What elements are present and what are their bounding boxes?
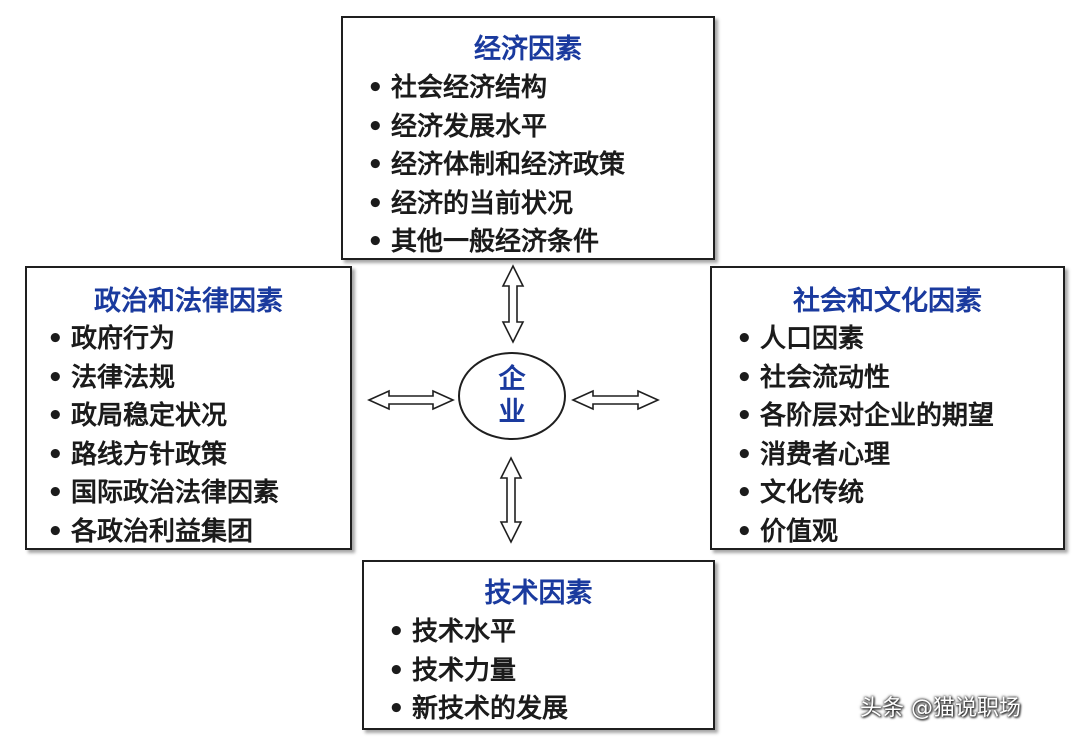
bullet-icon: •: [367, 150, 384, 180]
list-item-text: 各政治利益集团: [71, 516, 254, 547]
technology-factors-box: 技术因素 •技术水平 •技术力量 •新技术的发展: [362, 560, 715, 730]
list-item: •路线方针政策: [47, 436, 350, 475]
list-item: •经济的当前状况: [367, 185, 713, 224]
list-item: •各阶层对企业的期望: [736, 397, 1063, 436]
bullet-icon: •: [736, 439, 753, 470]
bullet-icon: •: [388, 655, 405, 686]
bullet-icon: •: [736, 401, 753, 431]
bullet-icon: •: [736, 362, 753, 393]
political-legal-factors-list: •政府行为 •法律法规 •政局稳定状况 •路线方针政策 •国际政治法律因素 •各…: [47, 320, 350, 551]
list-item: •政局稳定状况: [47, 397, 350, 436]
list-item-text: 经济体制和经济政策: [391, 150, 626, 180]
bullet-icon: •: [367, 73, 384, 103]
bullet-icon: •: [367, 188, 384, 219]
bullet-icon: •: [388, 617, 405, 647]
economic-factors-title: 经济因素: [474, 34, 582, 65]
list-item-text: 价值观: [760, 516, 839, 547]
enterprise-circle: 企 业: [458, 352, 566, 440]
list-item-text: 路线方针政策: [71, 439, 228, 470]
enterprise-label-line2: 业: [498, 397, 526, 428]
list-item: •消费者心理: [736, 436, 1063, 475]
list-item-text: 各阶层对企业的期望: [760, 401, 995, 431]
list-item: •社会经济结构: [367, 69, 713, 108]
list-item: •技术水平: [388, 613, 713, 652]
social-cultural-factors-box: 社会和文化因素 •人口因素 •社会流动性 •各阶层对企业的期望 •消费者心理 •…: [710, 266, 1065, 550]
list-item: •国际政治法律因素: [47, 474, 350, 513]
social-cultural-factors-list: •人口因素 •社会流动性 •各阶层对企业的期望 •消费者心理 •文化传统 •价值…: [736, 320, 1063, 551]
double-arrow-up-icon: [501, 264, 525, 344]
list-item-text: 文化传统: [760, 478, 865, 508]
social-cultural-factors-title: 社会和文化因素: [793, 286, 982, 317]
bullet-icon: •: [47, 439, 64, 470]
list-item-text: 国际政治法律因素: [71, 478, 280, 508]
list-item: •经济发展水平: [367, 108, 713, 147]
bullet-icon: •: [47, 362, 64, 393]
list-item: •法律法规: [47, 359, 350, 398]
double-arrow-left-icon: [367, 389, 455, 411]
bullet-icon: •: [47, 516, 64, 547]
list-item-text: 其他一般经济条件: [391, 227, 600, 257]
list-item: •各政治利益集团: [47, 513, 350, 552]
watermark: 头条 @猫说职场: [860, 696, 1021, 721]
list-item-text: 经济发展水平: [391, 111, 548, 142]
bullet-icon: •: [47, 478, 64, 508]
list-item: •价值观: [736, 513, 1063, 552]
bullet-icon: •: [47, 324, 64, 354]
list-item: •政府行为: [47, 320, 350, 359]
list-item-text: 政局稳定状况: [71, 401, 228, 431]
economic-factors-list: •社会经济结构 •经济发展水平 •经济体制和经济政策 •经济的当前状况 •其他一…: [367, 69, 713, 262]
list-item-text: 技术力量: [412, 655, 517, 686]
list-item: •人口因素: [736, 320, 1063, 359]
list-item-text: 经济的当前状况: [391, 188, 574, 219]
bullet-icon: •: [367, 111, 384, 142]
bullet-icon: •: [388, 694, 405, 724]
bullet-icon: •: [736, 324, 753, 354]
list-item-text: 消费者心理: [760, 439, 891, 470]
list-item: •文化传统: [736, 474, 1063, 513]
bullet-icon: •: [736, 478, 753, 508]
political-legal-factors-title: 政治和法律因素: [94, 286, 283, 317]
bullet-icon: •: [367, 227, 384, 257]
political-legal-factors-box: 政治和法律因素 •政府行为 •法律法规 •政局稳定状况 •路线方针政策 •国际政…: [25, 266, 352, 550]
list-item: •新技术的发展: [388, 690, 713, 729]
enterprise-label-line1: 企: [498, 364, 526, 395]
list-item-text: 政府行为: [71, 324, 176, 354]
list-item-text: 社会流动性: [760, 362, 891, 393]
list-item: •技术力量: [388, 652, 713, 691]
list-item-text: 法律法规: [71, 362, 176, 393]
list-item-text: 技术水平: [412, 617, 517, 647]
technology-factors-list: •技术水平 •技术力量 •新技术的发展: [388, 613, 713, 729]
list-item-text: 新技术的发展: [412, 694, 569, 724]
list-item-text: 人口因素: [760, 324, 865, 354]
list-item: •经济体制和经济政策: [367, 146, 713, 185]
double-arrow-right-icon: [571, 389, 660, 411]
bullet-icon: •: [736, 516, 753, 547]
bullet-icon: •: [47, 401, 64, 431]
list-item-text: 社会经济结构: [391, 73, 548, 103]
list-item: •其他一般经济条件: [367, 223, 713, 262]
economic-factors-box: 经济因素 •社会经济结构 •经济发展水平 •经济体制和经济政策 •经济的当前状况…: [341, 16, 715, 260]
technology-factors-title: 技术因素: [484, 578, 593, 609]
double-arrow-down-icon: [499, 456, 523, 544]
list-item: •社会流动性: [736, 359, 1063, 398]
